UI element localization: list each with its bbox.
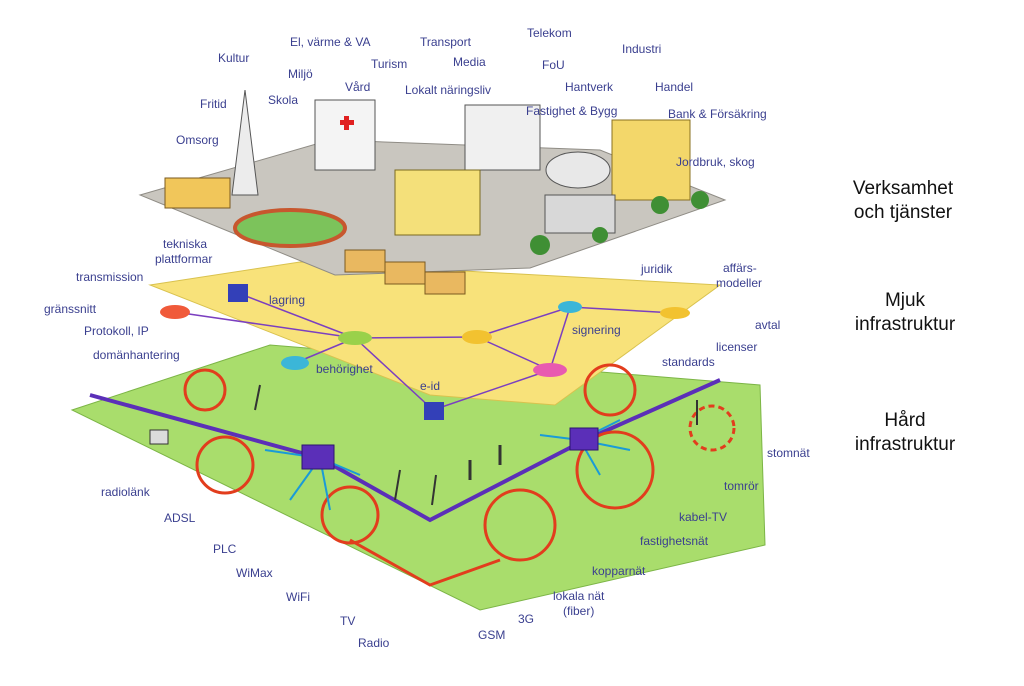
soft-label: behörighet [316, 362, 373, 376]
hard-label: lokala nät [553, 589, 605, 603]
city-buildings [164, 89, 709, 295]
layer-title-hard-line2: infrastruktur [854, 434, 956, 455]
service-label: FoU [542, 58, 565, 72]
soft-label: e-id [420, 379, 441, 393]
soft-label: lagring [269, 293, 306, 307]
service-label: Telekom [527, 26, 572, 40]
layer-title-soft: Mjuk infrastruktur [840, 289, 970, 337]
service-label: Handel [655, 80, 694, 94]
service-label: Omsorg [176, 133, 219, 147]
layer-title-hard: Hård infrastruktur [840, 409, 970, 457]
hard-label: ADSL [164, 511, 196, 525]
soft-label: licenser [716, 340, 758, 354]
service-label: Lokalt näringsliv [405, 83, 492, 97]
service-label: Kultur [218, 51, 250, 65]
hard-label: kopparnät [592, 564, 646, 578]
soft-infrastructure-plane [148, 261, 722, 406]
hard-label: radiolänk [101, 485, 150, 499]
service-label: Fastighet & Bygg [526, 104, 618, 118]
hard-label: tomrör [724, 479, 759, 493]
soft-label: signering [572, 323, 621, 337]
hard-label: stomnät [767, 446, 810, 460]
service-label: Hantverk [565, 80, 614, 94]
hard-label: Radio [358, 636, 390, 650]
soft-nodes [160, 284, 690, 420]
soft-label: transmission [76, 270, 144, 284]
hard-infrastructure-plane [70, 344, 766, 611]
hard-nodes [149, 384, 698, 506]
hard-label: fastighetsnät [640, 534, 709, 548]
layer-title-soft-line2: infrastruktur [854, 314, 956, 335]
soft-label: avtal [755, 318, 781, 332]
layer-title-services-line1: Verksamhet [852, 178, 954, 199]
service-label: Fritid [200, 97, 227, 111]
layer-title-soft-line1: Mjuk [884, 290, 926, 311]
soft-label: affärs- [723, 261, 757, 275]
soft-label: domänhantering [93, 348, 180, 362]
hard-label: WiMax [236, 566, 273, 580]
service-label: Miljö [288, 67, 313, 81]
hard-label: kabel-TV [679, 510, 728, 524]
soft-network [174, 292, 676, 411]
service-label: Industri [622, 42, 662, 56]
hard-label: (fiber) [563, 604, 595, 618]
hard-label: WiFi [286, 590, 310, 604]
soft-label: tekniska [163, 237, 208, 251]
hard-label: GSM [478, 628, 506, 642]
service-label: El, värme & VA [290, 35, 371, 49]
soft-label: standards [662, 355, 715, 369]
layer-title-services-line2: och tjänster [853, 202, 953, 223]
service-label: Skola [268, 93, 299, 107]
soft-label: plattformar [155, 252, 213, 266]
service-label: Vård [345, 80, 371, 94]
hard-label: 3G [518, 612, 535, 626]
service-label: Jordbruk, skog [676, 155, 755, 169]
soft-label: juridik [641, 262, 673, 276]
service-label: Transport [420, 35, 471, 49]
layer-title-services: Verksamhet och tjänster [838, 177, 968, 225]
soft-label: Protokoll, IP [84, 324, 149, 338]
soft-label: gränssnitt [44, 302, 97, 316]
service-label: Media [453, 55, 486, 69]
service-label: Bank & Försäkring [668, 107, 767, 121]
layer-title-hard-line1: Hård [884, 410, 926, 431]
hard-label: TV [340, 614, 356, 628]
service-label: Turism [371, 57, 408, 71]
hard-label: PLC [213, 542, 237, 556]
soft-label: modeller [716, 276, 763, 290]
